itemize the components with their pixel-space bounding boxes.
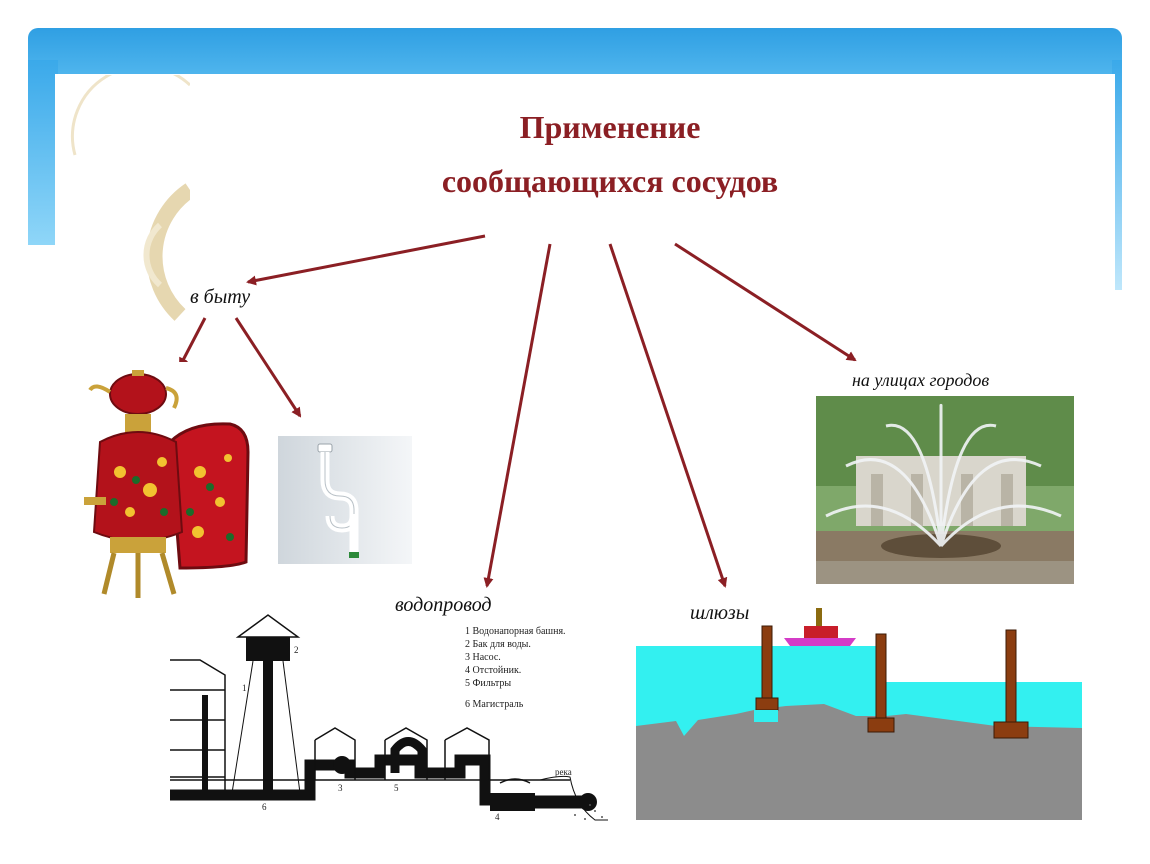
legend-item: 6 Магистраль bbox=[465, 699, 524, 710]
arrow-to-siphon bbox=[234, 317, 302, 418]
water-supply-diagram: 1 2 3 4 5 6 река bbox=[170, 614, 608, 822]
title-line-1: Применение bbox=[519, 109, 701, 145]
lock-gate-base bbox=[755, 697, 779, 711]
samovar-image bbox=[70, 362, 252, 604]
mark-4: 4 bbox=[495, 812, 500, 822]
arrow-to-samovar bbox=[178, 317, 207, 368]
siphon-image bbox=[278, 436, 412, 564]
mark-6: 6 bbox=[262, 802, 267, 812]
mark-2: 2 bbox=[294, 645, 299, 655]
water-tower bbox=[231, 614, 301, 794]
arrow-to-locks bbox=[608, 243, 728, 588]
lock-gate-base bbox=[867, 717, 895, 733]
lock-gate bbox=[1005, 629, 1017, 729]
arrow-to-city-streets bbox=[674, 242, 857, 362]
lock-gate bbox=[761, 625, 773, 707]
label-household: в быту bbox=[190, 286, 251, 308]
legend-item: 1 Водонапорная башня. bbox=[465, 626, 566, 637]
label-locks: шлюзы bbox=[690, 602, 750, 624]
legend-item: 2 Бак для воды. bbox=[465, 639, 531, 650]
legend-item: 5 Фильтры bbox=[465, 678, 512, 689]
label-water-supply: водопровод bbox=[395, 594, 492, 616]
mark-1: 1 bbox=[242, 683, 247, 693]
slide-frame-left bbox=[28, 60, 58, 245]
legend-item: 3 Насос. bbox=[465, 652, 501, 663]
lock-gate bbox=[875, 633, 887, 727]
mark-5: 5 bbox=[394, 783, 399, 793]
lock-gate-base bbox=[993, 721, 1029, 739]
decorative-arcs bbox=[71, 75, 190, 321]
house bbox=[170, 659, 226, 795]
fountain-image bbox=[816, 396, 1074, 584]
mark-river: река bbox=[555, 767, 572, 777]
slide-frame-right bbox=[1112, 60, 1122, 290]
title-line-2: сообщающихся сосудов bbox=[441, 163, 779, 199]
slide-canvas bbox=[55, 74, 1115, 294]
mark-3: 3 bbox=[338, 783, 343, 793]
water-supply-legend: 1 Водонапорная башня. 2 Бак для воды. 3 … bbox=[465, 625, 566, 711]
ship bbox=[784, 608, 856, 646]
arrow-to-household bbox=[246, 234, 486, 286]
page-title: Применение сообщающихся сосудов bbox=[330, 100, 890, 208]
legend-item: 4 Отстойник. bbox=[465, 665, 522, 676]
ground bbox=[636, 704, 1082, 820]
label-city-streets: на улицах городов bbox=[852, 370, 990, 390]
arrow-to-water-supply bbox=[483, 243, 552, 588]
locks-diagram bbox=[636, 608, 1082, 820]
